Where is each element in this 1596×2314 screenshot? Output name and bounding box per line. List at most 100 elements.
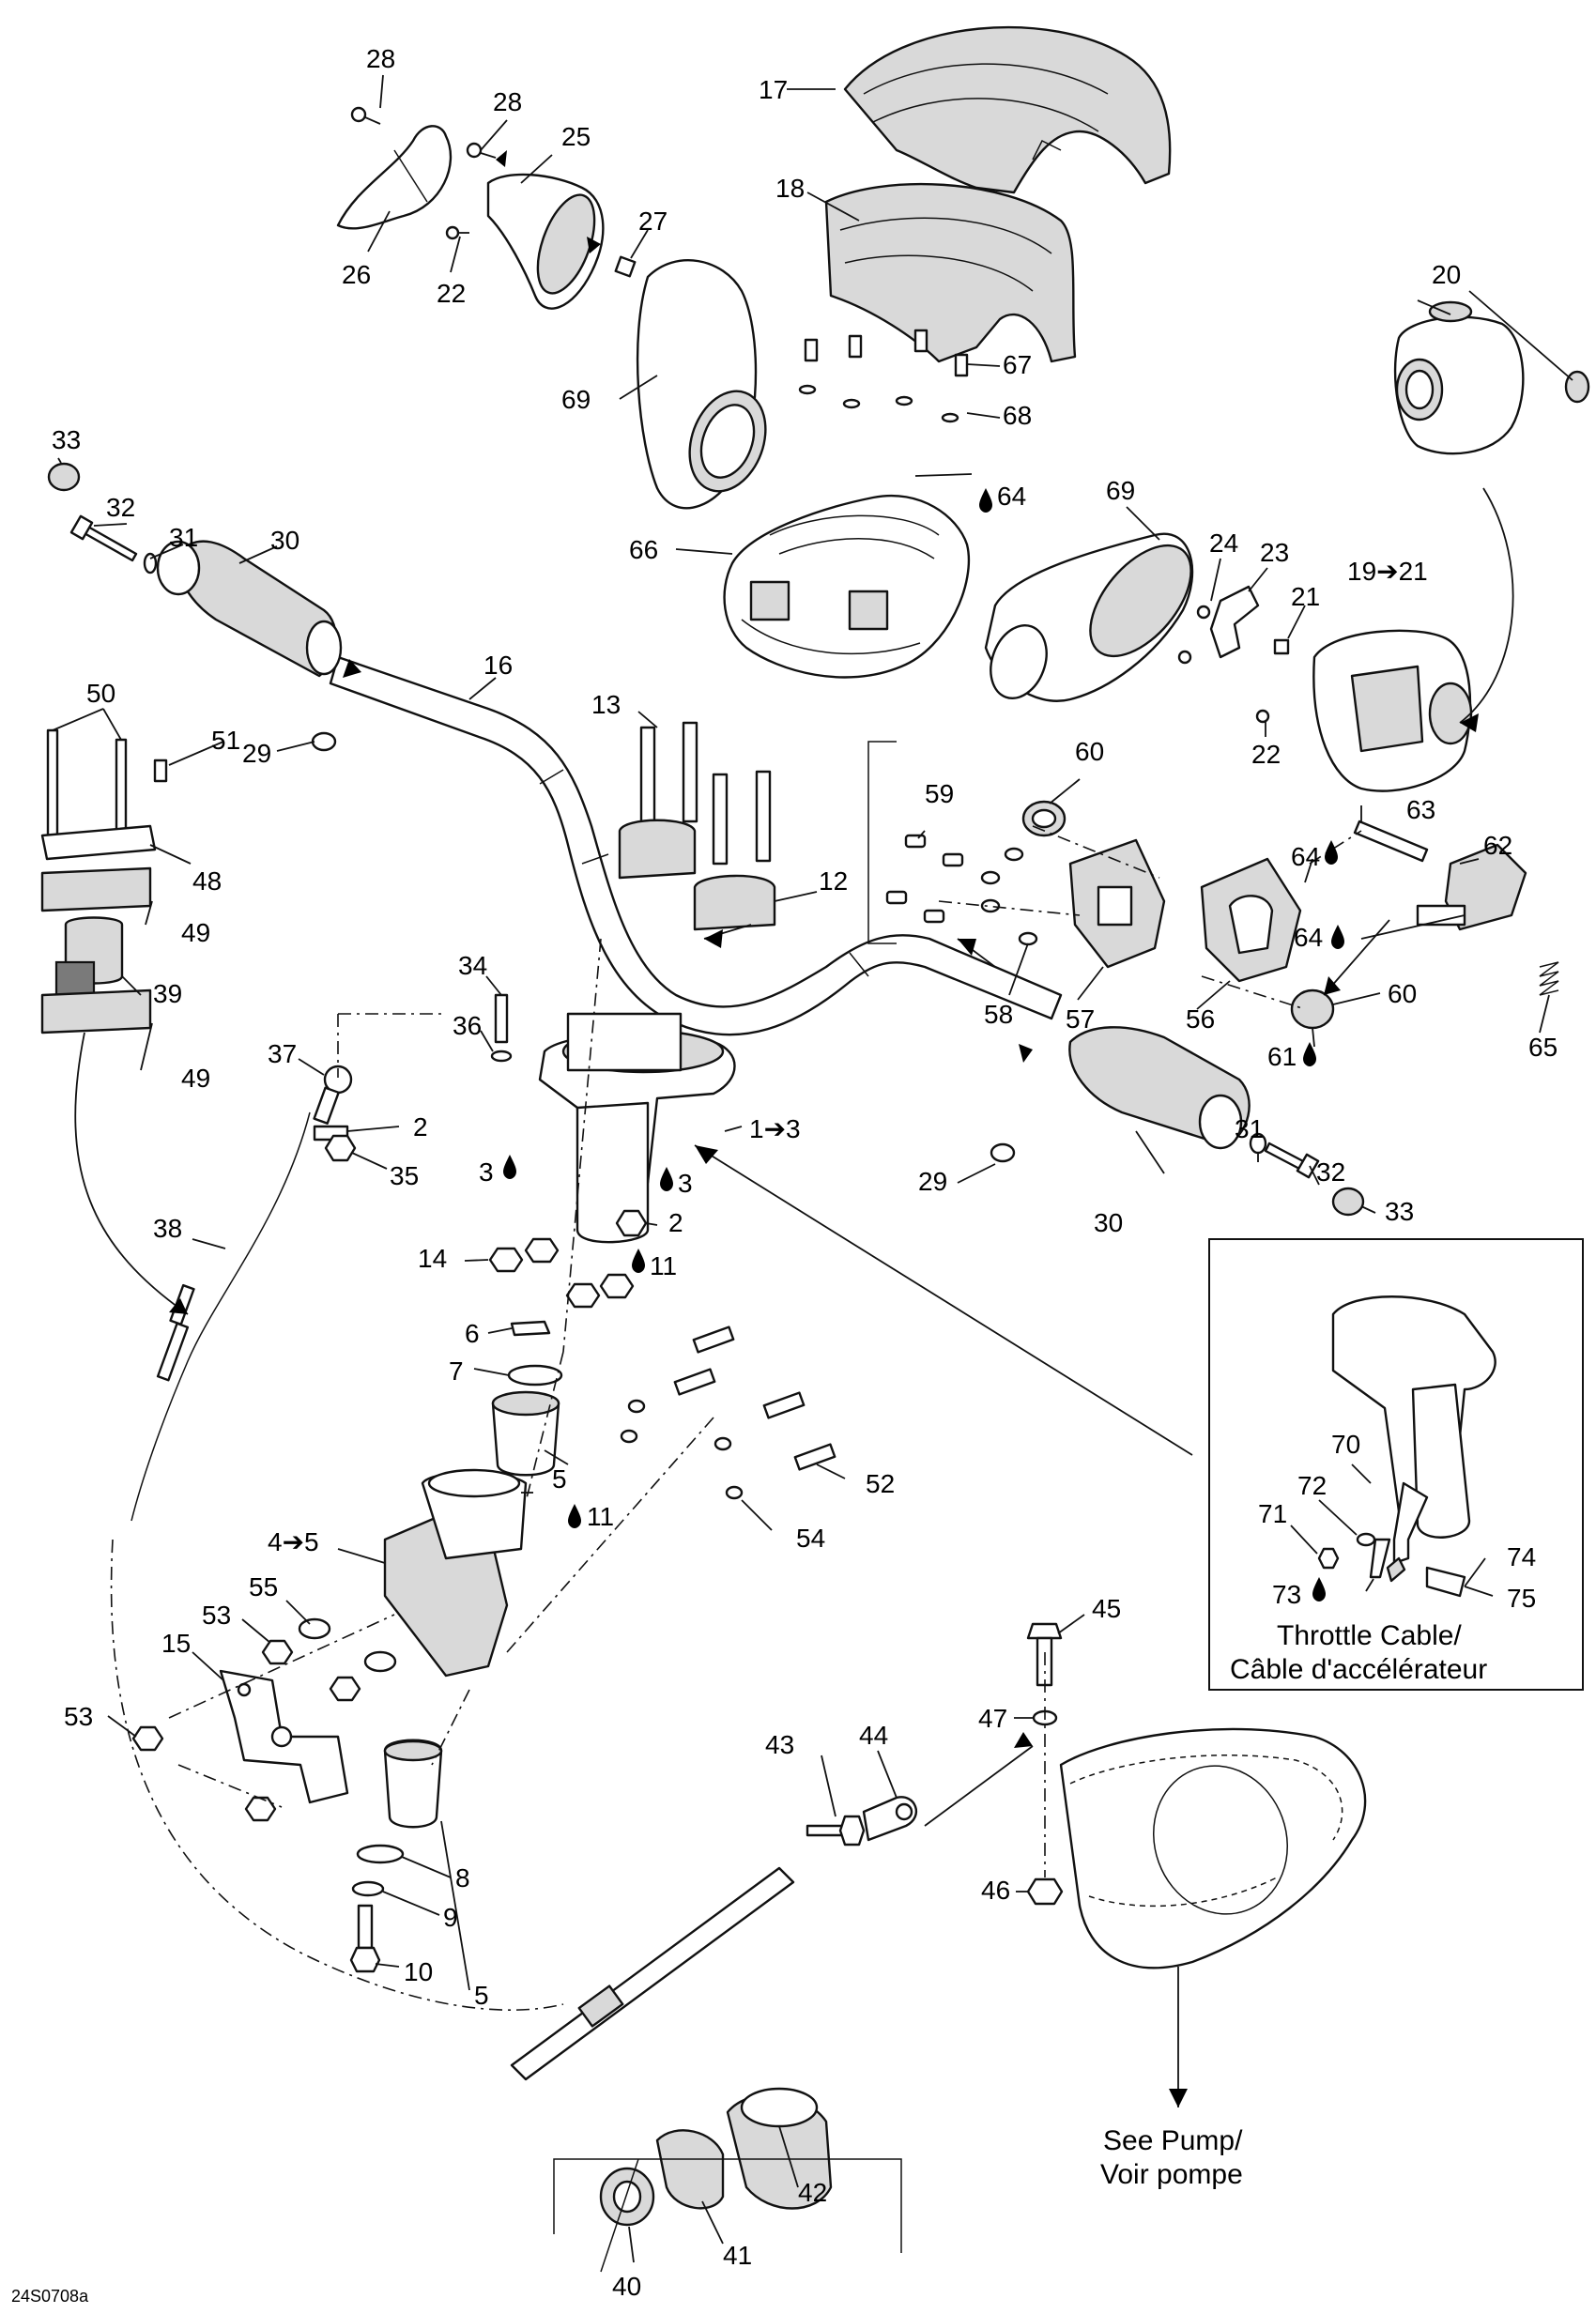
screws-67 xyxy=(804,329,969,377)
callout-29a: 29 xyxy=(242,739,271,768)
callout-60b: 60 xyxy=(1388,979,1417,1008)
callout-55: 55 xyxy=(249,1572,278,1601)
callout-31b: 31 xyxy=(1235,1114,1264,1143)
adjuster-39 xyxy=(54,916,124,997)
callout-51: 51 xyxy=(211,726,240,755)
callout-28b: 28 xyxy=(493,87,522,116)
callout-30a: 30 xyxy=(270,526,299,555)
callout-64c: 64 xyxy=(1294,923,1323,952)
callout-18: 18 xyxy=(775,174,805,203)
bolts-52 xyxy=(673,1326,836,1471)
callout-3b: 3 xyxy=(678,1169,693,1198)
callout-33a: 33 xyxy=(52,425,81,454)
callout-17: 17 xyxy=(759,75,788,104)
callout-47: 47 xyxy=(978,1704,1007,1733)
callout-69b: 69 xyxy=(1106,476,1135,505)
callout-13: 13 xyxy=(591,690,621,719)
switch-module-20 xyxy=(1393,300,1590,455)
upper-cover-17 xyxy=(843,25,1172,194)
drop-64a xyxy=(979,488,992,513)
callout-45: 45 xyxy=(1092,1594,1121,1623)
callout-52: 52 xyxy=(866,1469,895,1498)
callout-49a: 49 xyxy=(181,918,210,947)
assembly-lines xyxy=(74,487,1514,2273)
grip-30b xyxy=(1068,1026,1251,1150)
grip-30a xyxy=(156,540,343,678)
nut-35 xyxy=(324,1134,357,1162)
end-cap-33b xyxy=(1331,1187,1365,1217)
grommet-40 xyxy=(599,2167,655,2227)
bushing-5a xyxy=(491,1390,560,1477)
washers-58 xyxy=(980,847,1038,946)
callout-9: 9 xyxy=(443,1903,458,1932)
see-pump-note: See Pump/ Voir pompe xyxy=(1100,2125,1243,2190)
callout-70: 70 xyxy=(1331,1430,1360,1459)
callout-labels: 28 28 25 26 22 27 17 18 20 33 32 31 30 6… xyxy=(52,44,1558,2301)
callout-11b: 11 xyxy=(587,1502,614,1531)
bolt-10 xyxy=(349,1904,381,1973)
callout-22a: 22 xyxy=(437,279,466,308)
cable-end-43 xyxy=(806,1815,866,1847)
nuts-53 xyxy=(131,1639,361,1822)
screw-22a xyxy=(445,225,469,240)
callout-15: 15 xyxy=(161,1629,191,1658)
callout-29b: 29 xyxy=(918,1167,947,1196)
end-cap-33a xyxy=(47,462,81,492)
bolts-13 xyxy=(639,721,772,866)
callout-31a: 31 xyxy=(169,523,198,552)
callout-30b: 30 xyxy=(1094,1208,1123,1237)
nut-46 xyxy=(1026,1877,1064,1906)
bolts-50 xyxy=(46,728,128,840)
cable-sheath xyxy=(510,1866,795,2081)
screw-51 xyxy=(153,759,168,783)
nut-2b xyxy=(615,1209,648,1237)
callout-72: 72 xyxy=(1297,1471,1327,1500)
console-66 xyxy=(723,494,971,679)
plug-29a xyxy=(311,731,337,752)
callout-66: 66 xyxy=(629,535,658,564)
clip-41 xyxy=(655,2129,725,2210)
callout-37: 37 xyxy=(268,1039,297,1068)
callout-69a: 69 xyxy=(561,385,591,414)
washers-54 xyxy=(620,1399,744,1500)
callout-48: 48 xyxy=(192,866,222,896)
callout-39: 39 xyxy=(153,979,182,1008)
callout-71: 71 xyxy=(1258,1499,1287,1528)
callout-1-3: 1➔3 xyxy=(749,1114,801,1143)
callout-59: 59 xyxy=(925,779,954,808)
fitting-42 xyxy=(726,2087,833,2210)
callout-67: 67 xyxy=(1003,350,1032,379)
washer-7 xyxy=(507,1364,563,1387)
callout-64a: 64 xyxy=(997,482,1026,511)
callout-46: 46 xyxy=(981,1876,1010,1905)
bracket-26 xyxy=(336,125,453,230)
drop-64b xyxy=(1325,840,1338,865)
jet-nozzle xyxy=(1059,1727,1367,1969)
switch-housing-19 xyxy=(1312,629,1473,792)
ring-60b xyxy=(1290,988,1335,1030)
housing-25 xyxy=(486,173,605,310)
clamp-49a xyxy=(40,866,152,912)
throttle-cable-note: Throttle Cable/ Câble d'accélérateur xyxy=(1230,1620,1487,1685)
callout-23: 23 xyxy=(1260,538,1289,567)
callout-22b: 22 xyxy=(1251,740,1281,769)
callout-25: 25 xyxy=(561,122,591,151)
callout-28a: 28 xyxy=(366,44,395,73)
callout-49b: 49 xyxy=(181,1064,210,1093)
clamp-49b xyxy=(40,988,152,1034)
screws-24 xyxy=(1177,605,1211,665)
washer-36 xyxy=(490,1050,513,1063)
screws-59 xyxy=(885,834,964,924)
washer-8 xyxy=(356,1844,405,1864)
callout-44: 44 xyxy=(859,1721,888,1750)
drop-64c xyxy=(1331,925,1344,949)
throttle-cable-note-line2: Câble d'accélérateur xyxy=(1230,1654,1487,1685)
key-6 xyxy=(510,1320,551,1337)
throttle-cable-inset xyxy=(1208,1238,1584,1691)
nuts-14 xyxy=(488,1237,635,1309)
steering-support-4 xyxy=(383,1468,528,1678)
callout-35: 35 xyxy=(390,1161,419,1190)
drop-61 xyxy=(1303,1042,1316,1066)
callout-56: 56 xyxy=(1186,1004,1215,1034)
callout-10: 10 xyxy=(404,1957,433,1986)
